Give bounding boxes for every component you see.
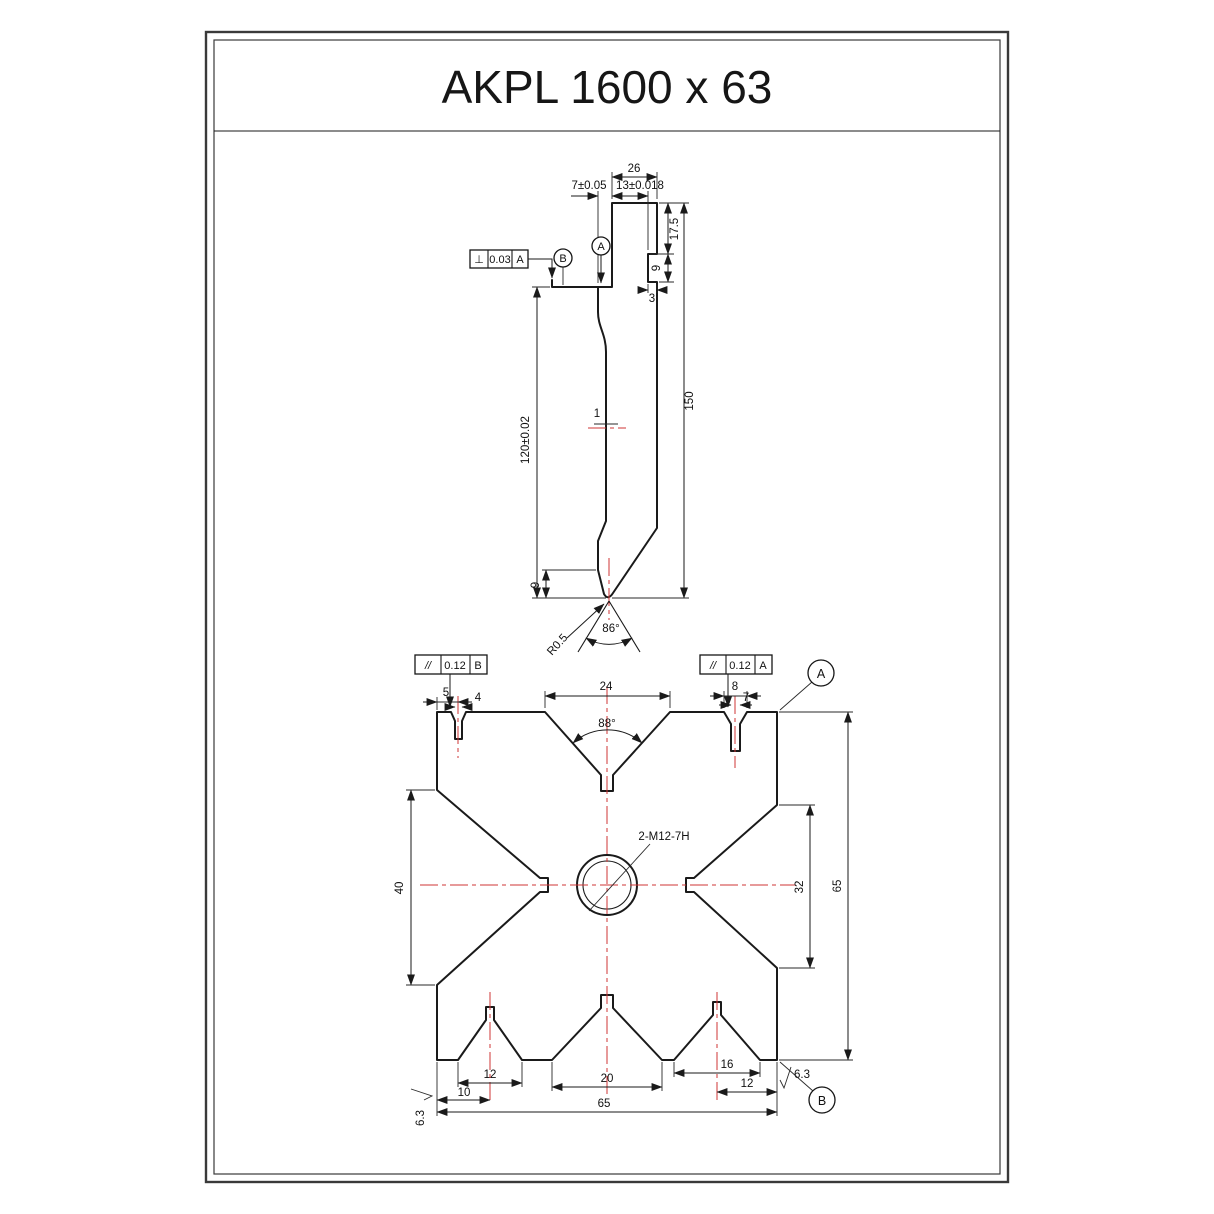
punch-datum-b-label: B <box>559 253 566 265</box>
die-datum-a: A <box>779 659 835 711</box>
die-dim-right-notch-span-label: 32 <box>794 881 806 894</box>
punch-dim-groove-height-label: 9 <box>651 265 663 271</box>
punch-dim-tip-step-label: 9 <box>530 582 542 588</box>
punch-centerlines <box>588 427 626 620</box>
punch-tip-radius-label: R0.5 <box>545 632 570 658</box>
die-datum-b-label: B <box>818 1094 826 1108</box>
die-centerlines <box>420 686 795 1104</box>
tip-angle-arc <box>585 637 633 647</box>
fcf-symbol-parallelism: // <box>709 660 717 672</box>
die-dim-left-notch-span-label: 40 <box>394 882 406 895</box>
roughness-check-icon <box>410 1088 434 1101</box>
die-thread-note-label: 2-M12-7H <box>638 831 689 843</box>
fcf-dividers <box>440 655 471 674</box>
die-fcf-parallelism-right: // 0.12 A <box>699 654 773 708</box>
frame-outer <box>204 30 1010 1184</box>
radius-leader <box>566 603 605 639</box>
sheet-frame <box>204 30 1010 1184</box>
punch-dimension-lines <box>533 173 688 653</box>
die-dim-block-width-label: 65 <box>598 1098 611 1110</box>
datum-leader <box>779 681 813 711</box>
die-v-top-angle-label: 88° <box>598 718 615 730</box>
drawing-title: AKPL 1600 x 63 <box>442 61 773 113</box>
datum-leader <box>779 1061 814 1092</box>
datum-balloon-circle <box>591 236 611 256</box>
fcf-datum-ref: B <box>474 660 481 672</box>
fcf-dividers <box>487 250 513 268</box>
die-outline <box>436 711 778 1061</box>
v-angle-arc <box>572 729 643 744</box>
die-dim-v-top-width-label: 24 <box>600 681 613 693</box>
die-fcf-parallelism-left: // 0.12 B <box>414 654 488 708</box>
punch-dim-total-height-label: 150 <box>684 391 696 410</box>
fcf-dividers <box>725 655 756 674</box>
punch-datum-a-label: A <box>597 241 605 253</box>
punch-dim-tang-width-label: 13±0.018 <box>616 180 664 192</box>
thread-leader <box>588 843 651 912</box>
fcf-tolerance: 0.12 <box>444 660 465 672</box>
punch-extension-lines <box>532 172 689 599</box>
punch-outline <box>551 202 658 599</box>
fcf-box <box>699 654 773 675</box>
die-dim-v-bottom-right-position-label: 12 <box>741 1078 754 1090</box>
die-dim-block-height-label: 65 <box>832 880 844 893</box>
fcf-symbol-perpendicularity: ⊥ <box>474 254 484 266</box>
die-roughness-left-label: 6.3 <box>415 1110 427 1126</box>
datum-balloon-circle <box>807 659 835 687</box>
punch-dim-top-total-label: 26 <box>628 163 641 175</box>
fcf-datum-ref: A <box>759 660 767 672</box>
datum-balloon-circle <box>553 248 573 268</box>
die-dim-slot-right-opening-label: 7 <box>743 692 749 704</box>
punch-view: 26 7±0.05 13±0.018 17.5 9 3 150 120±0.02… <box>469 163 696 658</box>
die-dim-slot-right-width-label: 8 <box>732 681 738 693</box>
die-dim-v-bottom-left-width-label: 12 <box>484 1069 497 1081</box>
punch-fcf-perpendicularity: ⊥ 0.03 A <box>469 249 556 279</box>
die-dim-v-bottom-right-width-label: 16 <box>721 1059 734 1071</box>
die-roughness-right-label: 6.3 <box>794 1069 810 1081</box>
die-datum-b: B <box>779 1061 836 1114</box>
punch-dim-face-offset-label: 1 <box>594 408 600 420</box>
fcf-tolerance: 0.03 <box>489 254 510 266</box>
die-view: 5 4 24 88° 8 7 40 32 65 2-M12-7H 12 10 2… <box>394 654 853 1126</box>
fcf-datum-ref: A <box>516 254 524 266</box>
datum-balloon-circle <box>808 1086 836 1114</box>
fcf-leader <box>528 258 556 279</box>
die-dim-v-bottom-left-position-label: 10 <box>458 1087 471 1099</box>
die-dim-slot-left-width-label: 5 <box>443 687 449 699</box>
punch-datum-a: A <box>591 236 611 284</box>
die-dim-v-bottom-center-width-label: 20 <box>601 1073 614 1085</box>
punch-dim-groove-depth-label: 3 <box>649 293 655 305</box>
die-datum-a-label: A <box>817 667 826 681</box>
punch-dim-top-left-label: 7±0.05 <box>571 180 606 192</box>
frame-inner <box>213 39 1001 1175</box>
punch-dim-working-height-label: 120±0.02 <box>520 416 532 464</box>
roughness-check-icon <box>779 1066 792 1090</box>
fcf-tolerance: 0.12 <box>729 660 750 672</box>
punch-dim-tang-height-label: 17.5 <box>669 218 681 240</box>
punch-datum-b: B <box>553 248 573 285</box>
die-roughness-left: 6.3 <box>410 1088 434 1126</box>
fcf-box <box>414 654 488 675</box>
die-dim-slot-left-opening-label: 4 <box>475 692 482 704</box>
punch-tip-angle-label: 86° <box>602 623 619 635</box>
fcf-symbol-parallelism: // <box>424 660 432 672</box>
